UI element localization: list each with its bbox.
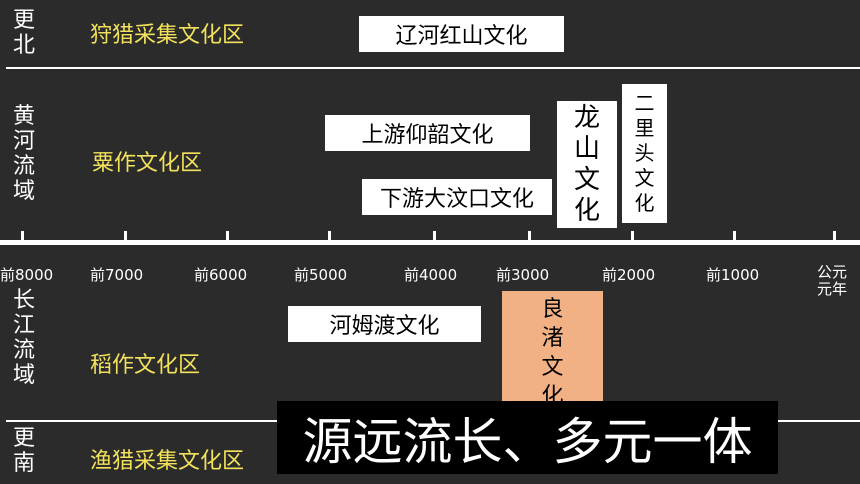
region-yangtze: 长江流域	[12, 288, 35, 388]
timeline-axis	[0, 240, 860, 245]
culture-hemudu: 河姆渡文化	[288, 306, 481, 342]
zone-label-north-hunting: 狩猎采集文化区	[90, 23, 245, 48]
zone-label-south-fishing: 渔猎采集文化区	[90, 449, 245, 474]
tick-label: 前5000	[294, 266, 348, 284]
timeline-tick	[631, 231, 634, 243]
culture-lower-dawenkou: 下游大汶口文化	[362, 179, 552, 215]
timeline-tick	[226, 231, 229, 243]
divider-north	[6, 67, 860, 69]
timeline-tick	[528, 231, 531, 243]
region-yellow-river: 黄河流域	[12, 104, 35, 204]
title-banner: 源远流长、多元一体	[277, 401, 778, 474]
region-far-south: 更南	[12, 426, 35, 476]
timeline-tick	[433, 231, 436, 243]
culture-liaohe-hongshan: 辽河红山文化	[359, 16, 564, 52]
timeline-tick	[733, 231, 736, 243]
culture-erlitou: 二里头文化	[622, 84, 667, 223]
tick-label: 前6000	[194, 266, 248, 284]
zone-label-millet: 粟作文化区	[92, 151, 203, 176]
tick-label: 公元元年	[816, 263, 847, 298]
zone-label-rice: 稻作文化区	[90, 353, 201, 378]
tick-label: 前4000	[404, 266, 458, 284]
tick-label: 前3000	[496, 266, 550, 284]
culture-upper-yangshao: 上游仰韶文化	[325, 115, 530, 151]
region-far-north: 更北	[12, 8, 35, 58]
tick-label: 前2000	[602, 266, 656, 284]
timeline-tick	[21, 231, 24, 243]
timeline-tick	[124, 231, 127, 243]
culture-liangzhu: 良渚文化	[502, 291, 603, 420]
culture-longshan: 龙山文化	[557, 101, 617, 228]
tick-label: 前8000	[0, 266, 54, 284]
timeline-tick	[833, 231, 836, 243]
tick-label: 前7000	[90, 266, 144, 284]
tick-label: 前1000	[706, 266, 760, 284]
timeline-tick	[328, 231, 331, 243]
